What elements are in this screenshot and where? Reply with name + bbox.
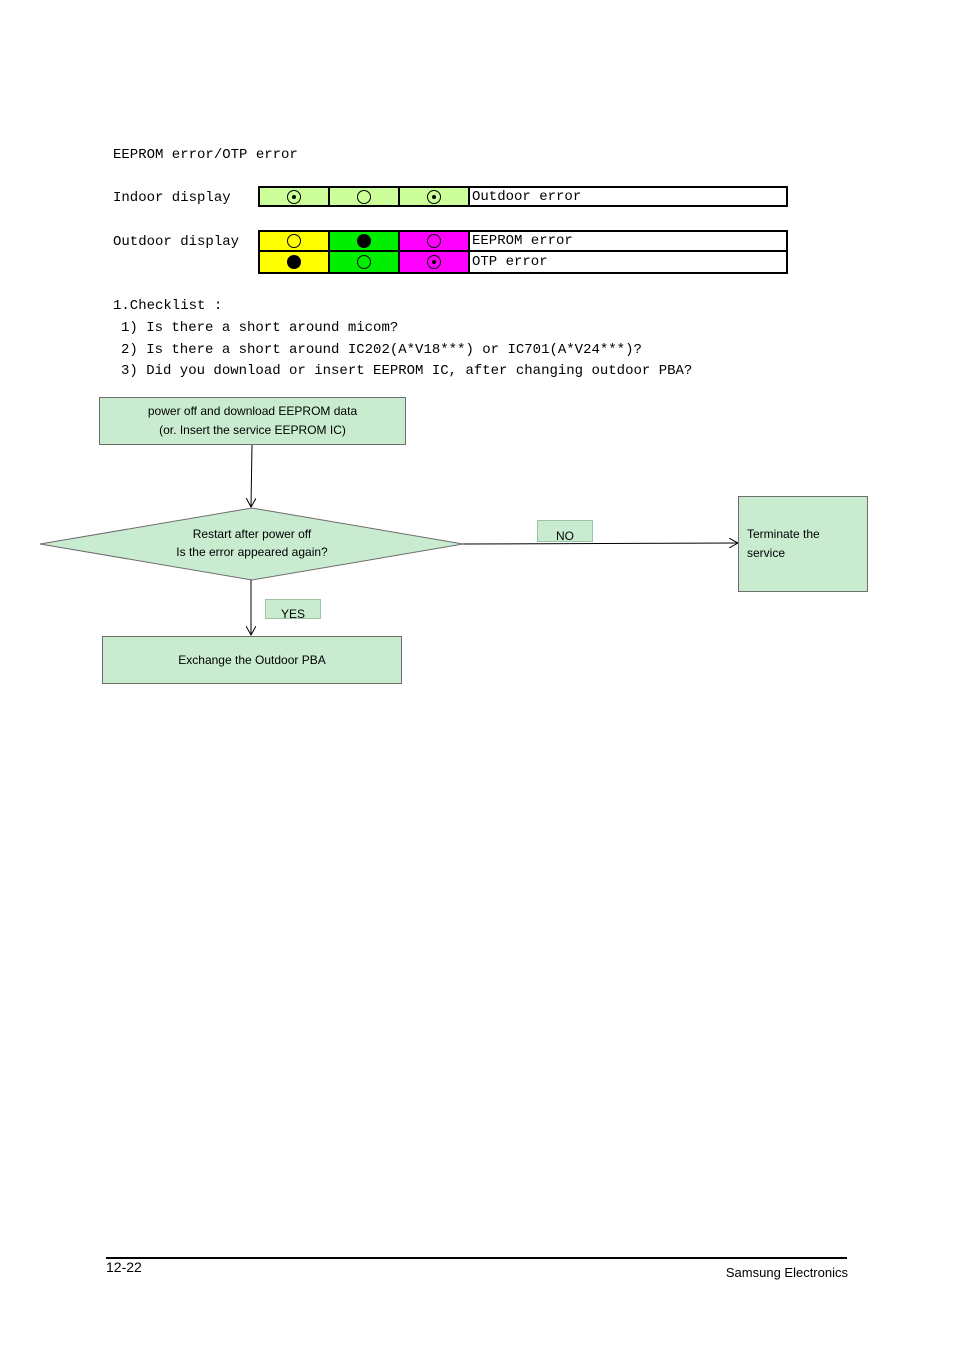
- outdoor-led-row-otp: OTP error: [258, 251, 788, 274]
- outdoor-led-description: OTP error: [468, 251, 788, 274]
- outdoor-led-row-eeprom: EEPROM error: [258, 230, 788, 251]
- outdoor-led-3: [398, 230, 468, 251]
- flowchart-connectors: [39, 443, 954, 700]
- checklist-item: 3) Did you download or insert EEPROM IC,…: [121, 363, 693, 379]
- yes-label: YES: [265, 599, 321, 621]
- start-box: power off and download EEPROM data (or. …: [99, 397, 406, 445]
- decision-line2: Is the error appeared again?: [176, 545, 328, 559]
- terminate-line1: Terminate the: [747, 527, 820, 541]
- indoor-led-3: [398, 186, 468, 207]
- outdoor-led-1: [258, 251, 328, 274]
- terminate-line2: service: [747, 546, 786, 560]
- decision-text: Restart after power off Is the error app…: [130, 525, 374, 561]
- indoor-led-2: [328, 186, 398, 207]
- indoor-led-row: Outdoor error: [258, 186, 788, 207]
- decision-line1: Restart after power off: [192, 527, 312, 541]
- outdoor-led-1: [258, 230, 328, 251]
- checklist-heading: 1.Checklist :: [113, 298, 223, 314]
- led-off-icon: [287, 234, 301, 248]
- led-blink-icon: [427, 255, 441, 269]
- indoor-display-label: Indoor display: [113, 190, 231, 206]
- page-number: 12-22: [106, 1259, 142, 1275]
- exchange-box: Exchange the Outdoor PBA: [102, 636, 402, 684]
- checklist-item: 1) Is there a short around micom?: [121, 320, 399, 336]
- arrow-no: [462, 543, 738, 544]
- no-label: NO: [537, 520, 593, 543]
- start-box-line1: power off and download EEPROM data: [147, 404, 358, 418]
- arrow-start-to-decision: [251, 443, 252, 507]
- led-on-icon: [357, 234, 371, 248]
- led-blink-icon: [287, 189, 301, 204]
- outdoor-led-2: [328, 230, 398, 251]
- footer-divider: [106, 1257, 847, 1259]
- led-off-icon: [357, 189, 371, 204]
- outdoor-display-label: Outdoor display: [113, 234, 240, 250]
- led-off-icon: [427, 234, 441, 248]
- indoor-led-description: Outdoor error: [468, 186, 788, 207]
- led-off-icon: [357, 255, 371, 269]
- led-blink-icon: [427, 189, 441, 204]
- outdoor-led-3: [398, 251, 468, 274]
- page-title: EEPROM error/OTP error: [113, 147, 298, 163]
- led-on-icon: [287, 255, 301, 269]
- outdoor-led-2: [328, 251, 398, 274]
- outdoor-led-description: EEPROM error: [468, 230, 788, 251]
- start-box-line2: (or. Insert the service EEPROM IC): [159, 423, 346, 437]
- company-name: Samsung Electronics: [725, 1265, 848, 1280]
- indoor-led-1: [258, 186, 328, 207]
- exchange-text: Exchange the Outdoor PBA: [178, 652, 326, 667]
- terminate-box: Terminate the service: [738, 496, 868, 592]
- checklist-item: 2) Is there a short around IC202(A*V18**…: [121, 342, 642, 358]
